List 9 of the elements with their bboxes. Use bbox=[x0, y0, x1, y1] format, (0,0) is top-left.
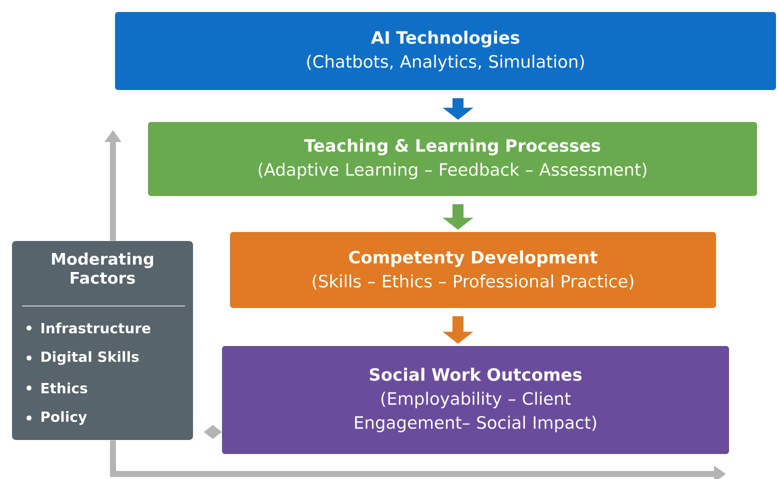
bullet-item: Digital Skills bbox=[42, 351, 139, 365]
process-box: Competenty Development (Skills – Ethics – Professional Practice) bbox=[230, 232, 716, 308]
process-box: AI Technologies (Chatbots, Analytics, Simulation) bbox=[115, 12, 776, 90]
outcome-box: Social Work Outcomes (Employability – Client Engagement– Social Impact) bbox=[222, 346, 729, 454]
bullet-item: Infrastructure bbox=[42, 322, 150, 334]
process-box: Teaching & Learning Processes (Adaptive Learning – Feedback – Assessment) bbox=[148, 122, 757, 196]
diamond-connector bbox=[193, 425, 222, 439]
bullet-item: Ethics bbox=[42, 382, 88, 394]
bullet-item: Policy bbox=[42, 411, 87, 425]
